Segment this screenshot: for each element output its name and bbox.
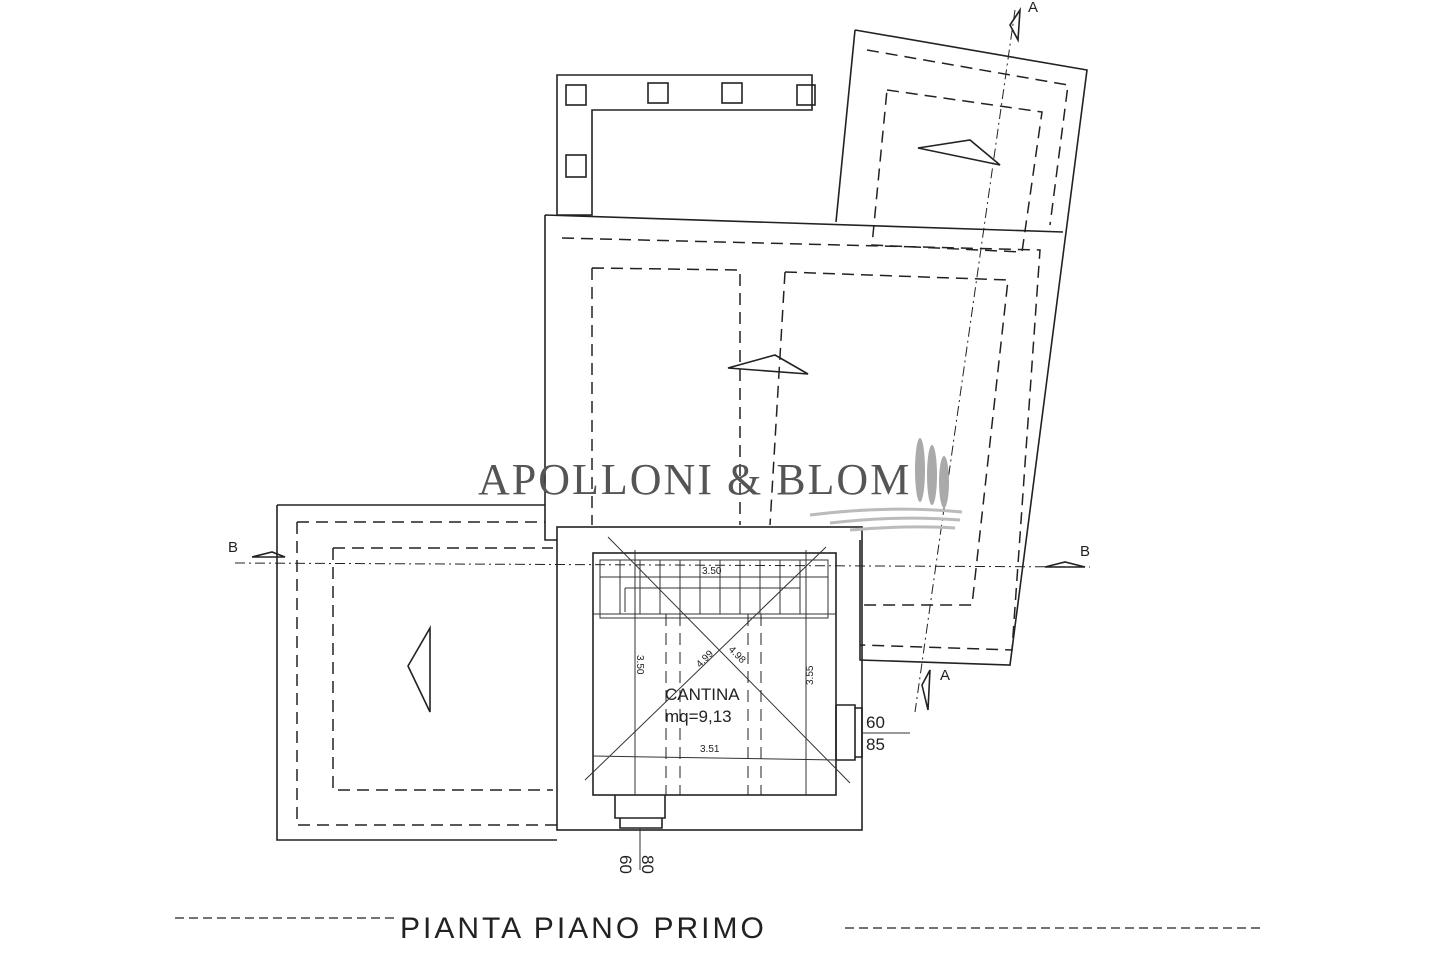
dimension-bottom: 3.51 [700,744,720,755]
section-b-label-right: B [1080,543,1090,560]
plan-title-text: PIANTA PIANO PRIMO [400,912,767,945]
window-bottom-height: 80 [638,855,657,874]
section-b-label-left: B [228,539,238,556]
section-a-label-bottom: A [940,667,950,684]
dimension-left: 3.50 [634,655,645,675]
portico [556,74,816,216]
dimension-diagonal-2: 4.98 [726,644,748,666]
watermark-text: APOLLONI & BLOM [478,455,911,504]
watermark-logo: APOLLONI & BLOM [478,438,963,532]
dimension-diagonal-1: 4.99 [694,648,716,670]
plan-title: PIANTA PIANO PRIMO [175,912,1260,945]
section-a-label-top: A [1028,0,1038,16]
dimension-top: 3.50 [702,566,722,577]
window-bottom-width: 60 [616,855,635,874]
upper-right-room [835,29,1088,666]
room-area: mq=9,13 [665,707,732,726]
cantina-room [556,526,910,870]
main-room [544,214,1064,651]
section-lines [234,7,1091,713]
window-right-width: 60 [866,713,885,732]
room-name: CANTINA [665,685,740,704]
left-wing [276,504,557,841]
dimension-right: 3.55 [805,665,816,685]
window-right-height: 85 [866,735,885,754]
